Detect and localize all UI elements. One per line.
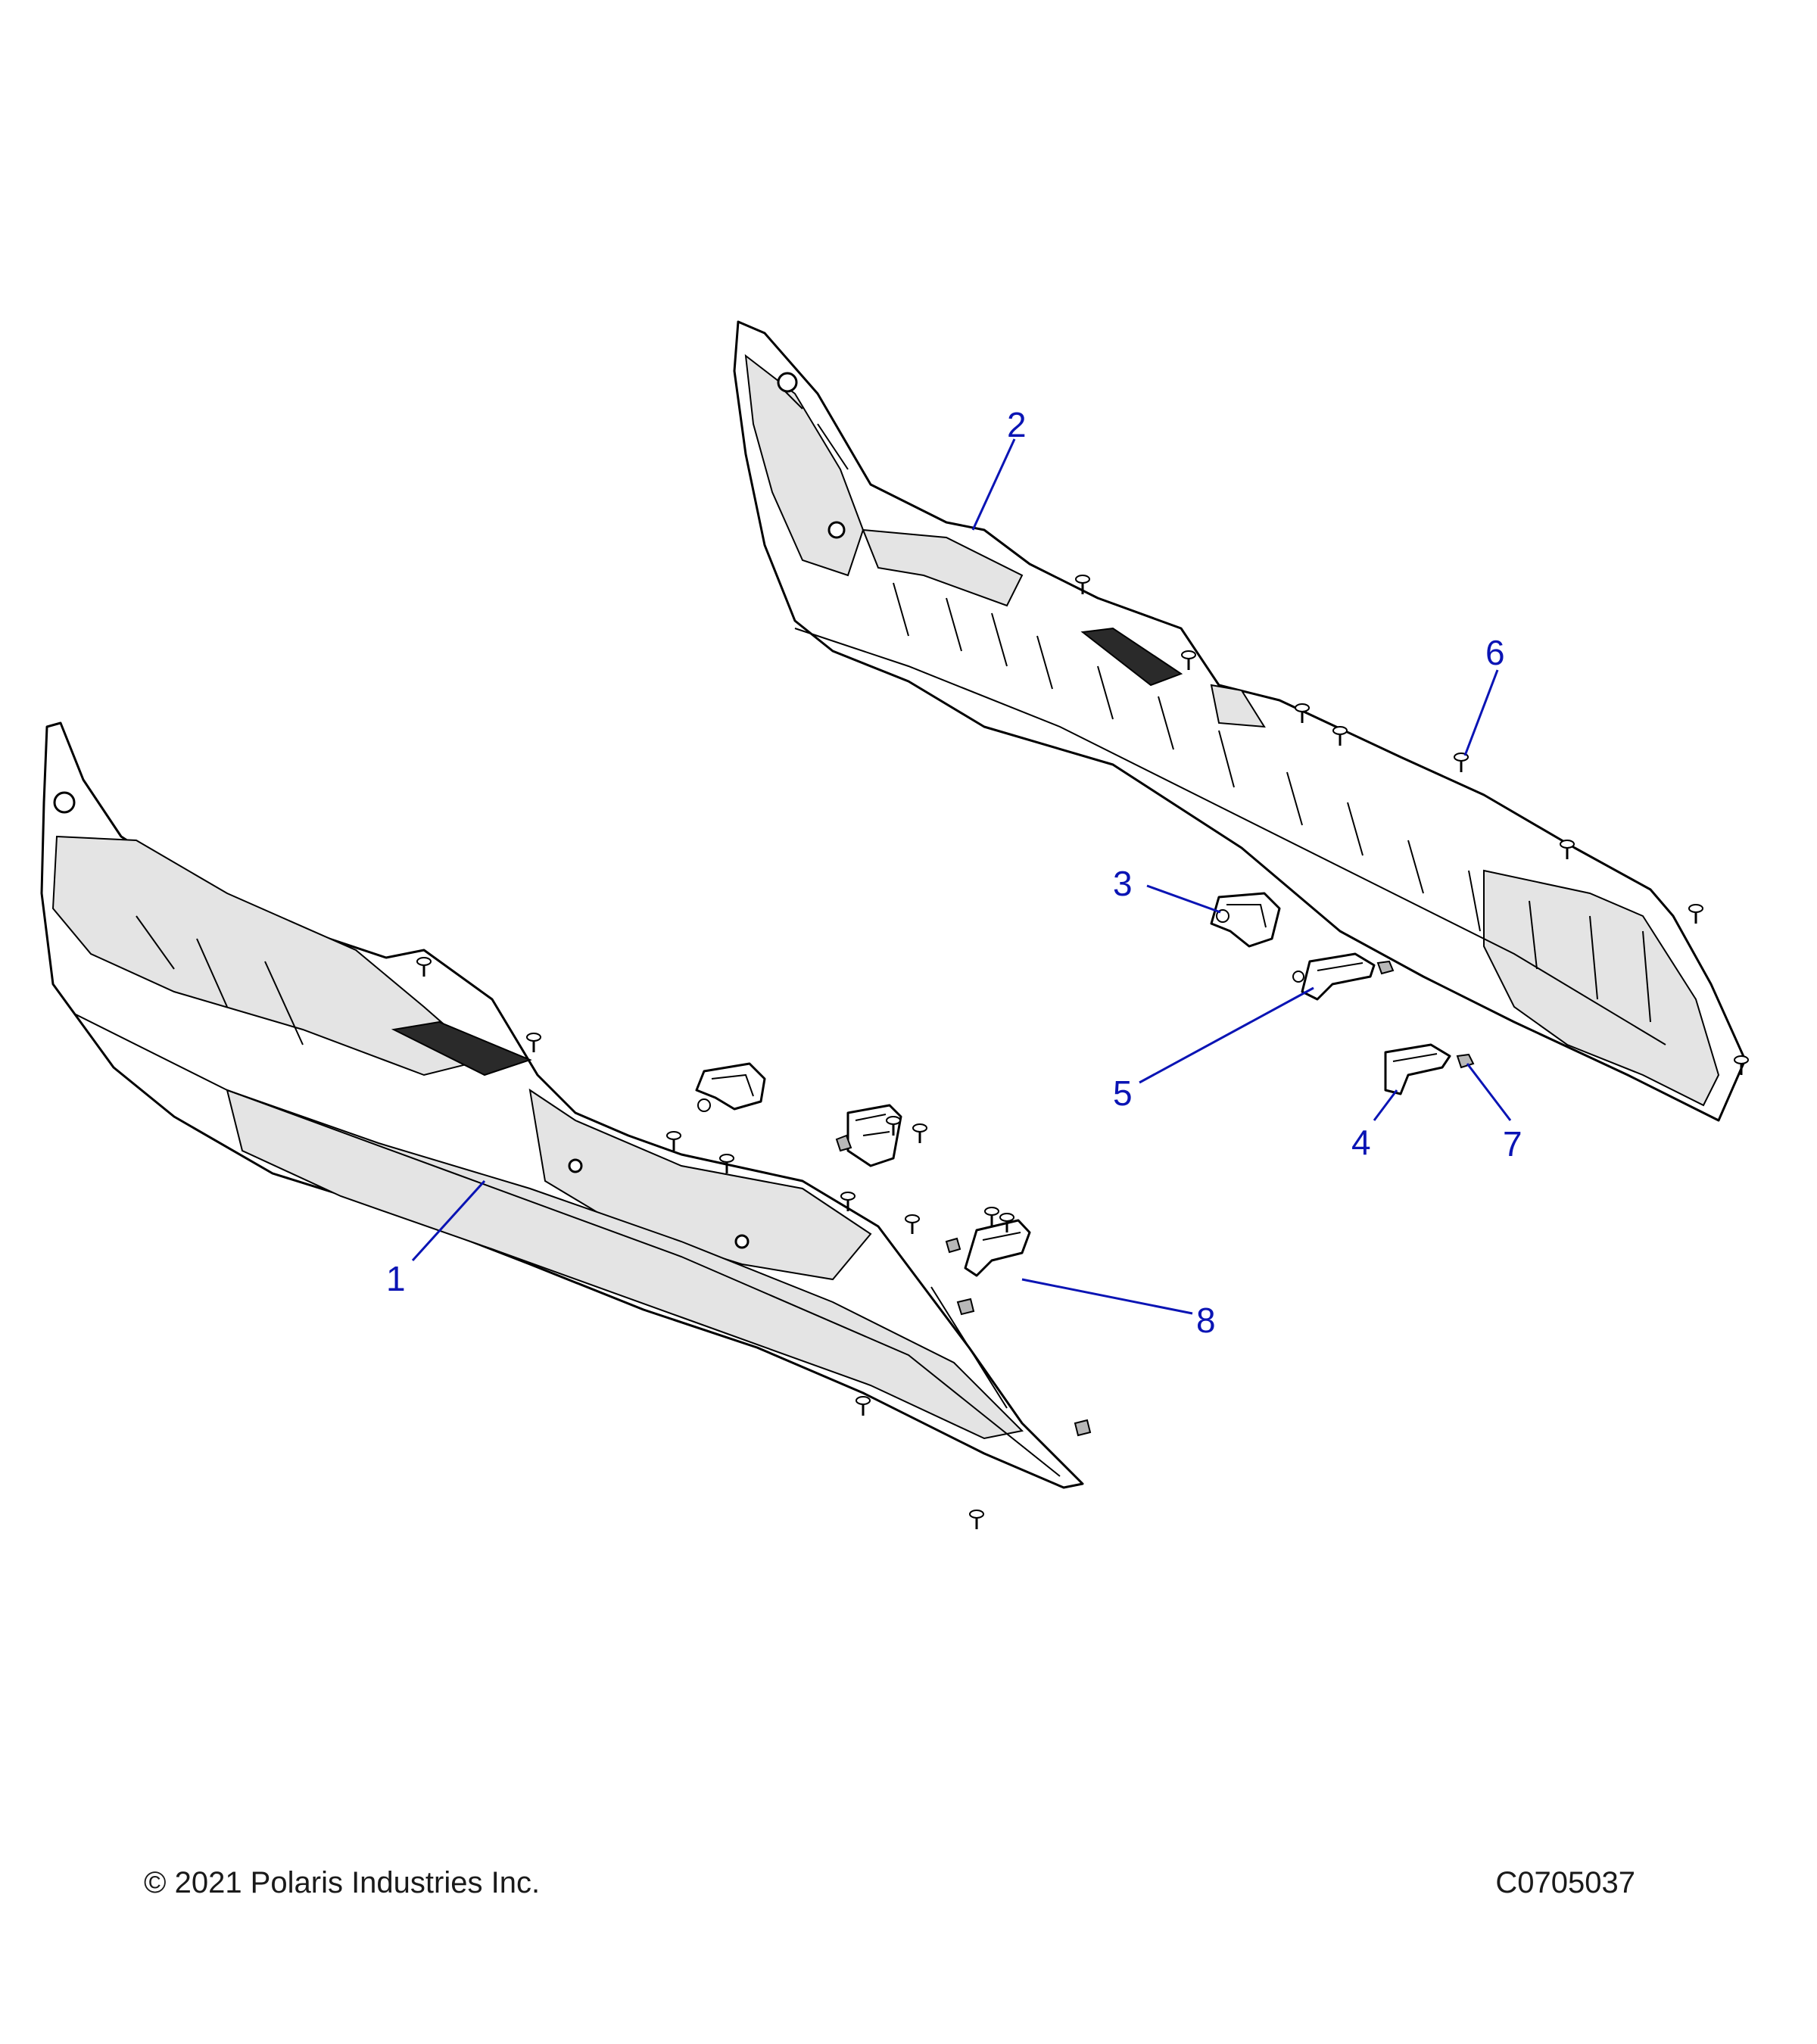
leader-2: [971, 438, 1016, 531]
screw-fastener: [1560, 840, 1575, 859]
callout-2: 2: [1007, 405, 1027, 444]
screw-fastener: [416, 957, 432, 977]
leader-4: [1373, 1089, 1398, 1121]
part-3-bracket: [1210, 892, 1281, 948]
part-3-bracket-lower: [695, 1062, 766, 1112]
screw-fastener: [1688, 904, 1703, 924]
screw-fastener: [526, 1033, 541, 1052]
fasteners: [416, 575, 1749, 1529]
callout-3: 3: [1113, 864, 1133, 903]
screw-fastener: [984, 1207, 999, 1226]
screw-fastener: [1075, 575, 1090, 594]
part-1-lower-assembly: [40, 721, 1084, 1489]
screw-fastener: [1181, 650, 1196, 670]
leader-8: [1021, 1278, 1193, 1315]
screw-fastener: [1454, 752, 1469, 772]
screw-fastener: [1295, 703, 1310, 723]
leader-3: [1146, 884, 1221, 914]
callout-4: 4: [1351, 1123, 1371, 1162]
screw-fastener: [999, 1213, 1014, 1232]
callout-7: 7: [1503, 1124, 1522, 1164]
part-5-hinge: [1292, 952, 1395, 1001]
screw-fastener: [719, 1154, 734, 1173]
part-4-hinge-lower: [945, 1219, 1092, 1437]
leader-5: [1139, 986, 1314, 1084]
figure-code: C0705037: [1495, 1866, 1635, 1899]
screw-fastener: [905, 1214, 920, 1234]
screw-fastener: [886, 1116, 901, 1136]
part-5-hinge-lower: [835, 1104, 902, 1167]
screw-fastener: [912, 1123, 927, 1143]
leader-7: [1466, 1063, 1512, 1121]
leader-lines: [411, 438, 1512, 1315]
callout-1: 1: [386, 1259, 406, 1298]
screw-fastener: [840, 1192, 856, 1211]
leader-6: [1463, 669, 1499, 756]
callout-8: 8: [1196, 1301, 1216, 1340]
screw-fastener: [856, 1396, 871, 1416]
copyright-text: © 2021 Polaris Industries Inc.: [144, 1866, 540, 1899]
leader-1: [411, 1179, 486, 1262]
callout-6: 6: [1485, 633, 1505, 672]
callout-5: 5: [1113, 1073, 1133, 1113]
part-4-hinge: [1384, 1043, 1475, 1095]
screw-fastener: [666, 1131, 681, 1151]
screw-fastener: [1734, 1055, 1749, 1075]
screw-fastener: [969, 1510, 984, 1529]
callout-labels: 1 2 3 4 5 6 7 8: [386, 405, 1522, 1340]
screw-fastener: [1332, 726, 1348, 746]
part-2-upper-assembly: [733, 320, 1747, 1122]
